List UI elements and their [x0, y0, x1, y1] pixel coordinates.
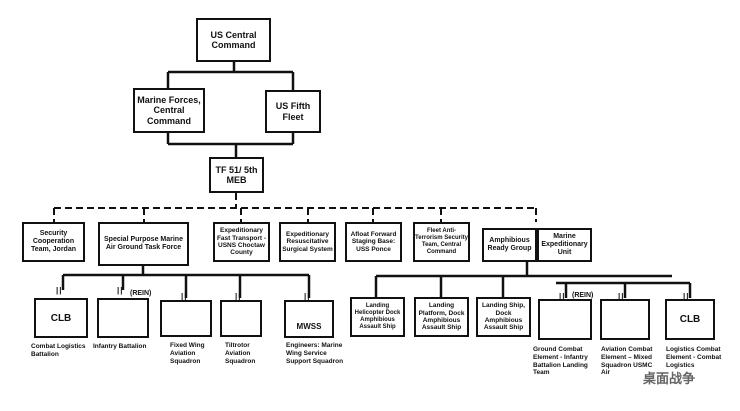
- marforcent-label: Marine Forces, Central Command: [137, 94, 201, 126]
- infantry-rein-tag: (REIN): [130, 290, 152, 297]
- ace-unit-label: Aviation Combat Element – Mixed Squadron…: [601, 346, 653, 377]
- marine-expeditionary-unit-box: Marine Expeditionary Unit: [537, 228, 592, 262]
- lsd-box: Landing Ship, Dock Amphibious Assault Sh…: [476, 297, 531, 337]
- fleet-anti-terrorism-team-box: Fleet Anti-Terrorism Security Team, Cent…: [413, 222, 470, 262]
- fifth-fleet-label: US Fifth Fleet: [275, 101, 311, 122]
- afloat-forward-staging-base-box: Afloat Forward Staging Base: USS Ponce: [345, 222, 402, 262]
- us-central-command-label: US Central Command: [210, 29, 257, 50]
- expeditionary-fast-transport-label: Expeditionary Fast Transport - USNS Choc…: [216, 227, 267, 257]
- tf51-box: TF 51/ 5th MEB: [209, 157, 264, 193]
- gce-rein-tag: (REIN): [572, 292, 594, 299]
- clb-unit-label: Combat Logistics Battalion: [31, 343, 86, 358]
- lce-unit-label: Logistics Combat Element - Combat Logist…: [666, 346, 722, 369]
- infantry-unit-symbol: [97, 298, 149, 338]
- lce-echelon-marker: ||: [683, 292, 690, 301]
- watermark: 桌面战争: [643, 371, 696, 386]
- mwss-symbol-text: MWSS: [296, 321, 322, 331]
- security-cooperation-team-label: Security Cooperation Team, Jordan: [31, 229, 76, 254]
- mwss-unit-symbol: MWSS: [284, 300, 334, 338]
- lpd-box: Landing Platform, Dock Amphibious Assaul…: [414, 297, 469, 337]
- expeditionary-surgical-system-box: Expeditionary Resuscitative Surgical Sys…: [279, 222, 336, 262]
- ace-echelon-marker: ||: [618, 292, 625, 301]
- amphibious-ready-group-box: Amphibious Ready Group: [482, 228, 537, 262]
- afloat-forward-staging-base-label: Afloat Forward Staging Base: USS Ponce: [350, 230, 397, 253]
- lce-symbol-text: CLB: [679, 314, 701, 325]
- fleet-anti-terrorism-team-label: Fleet Anti-Terrorism Security Team, Cent…: [415, 228, 468, 255]
- clb-echelon-marker: ||: [56, 286, 63, 295]
- marine-expeditionary-unit-label: Marine Expeditionary Unit: [541, 232, 588, 257]
- ace-unit-box: [600, 299, 650, 340]
- lhd-box: Landing Helicopter Dock Amphibious Assau…: [350, 297, 405, 337]
- spmagtf-box: Special Purpose Marine Air Ground Task F…: [98, 222, 189, 266]
- fixed-wing-unit-box: [160, 300, 212, 337]
- infantry-unit-label: Infantry Battalion: [93, 343, 147, 350]
- lce-unit-symbol: CLB: [665, 299, 715, 340]
- clb-symbol-text: CLB: [50, 312, 72, 324]
- tiltrotor-unit-label: Tiltrotor Aviation Squadron: [225, 342, 256, 365]
- security-cooperation-team-box: Security Cooperation Team, Jordan: [22, 222, 85, 262]
- mwss-unit-label: Engineers: Marine Wing Service Support S…: [286, 342, 344, 365]
- us-central-command-box: US Central Command: [196, 18, 271, 62]
- spmagtf-label: Special Purpose Marine Air Ground Task F…: [104, 235, 183, 251]
- expeditionary-surgical-system-label: Expeditionary Resuscitative Surgical Sys…: [282, 230, 333, 253]
- clb-unit-symbol: CLB: [34, 298, 88, 338]
- lhd-label: Landing Helicopter Dock Amphibious Assau…: [354, 303, 401, 330]
- gce-unit-symbol: [538, 299, 592, 340]
- fifth-fleet-box: US Fifth Fleet: [265, 90, 321, 133]
- amphibious-ready-group-label: Amphibious Ready Group: [487, 236, 532, 252]
- gce-unit-label: Ground Combat Element - Infantry Battali…: [533, 346, 588, 377]
- lsd-label: Landing Ship, Dock Amphibious Assault Sh…: [482, 302, 525, 332]
- tiltrotor-unit-box: [220, 300, 262, 337]
- infantry-echelon-marker: ||: [117, 286, 124, 295]
- expeditionary-fast-transport-box: Expeditionary Fast Transport - USNS Choc…: [213, 222, 270, 262]
- tiltrotor-echelon-marker: ||: [235, 292, 242, 301]
- lpd-label: Landing Platform, Dock Amphibious Assaul…: [418, 302, 465, 332]
- tf51-label: TF 51/ 5th MEB: [215, 164, 258, 185]
- marforcent-box: Marine Forces, Central Command: [133, 88, 205, 133]
- gce-echelon-marker: ||: [559, 292, 566, 301]
- mwss-echelon-marker: ||: [304, 292, 311, 301]
- fixed-wing-unit-label: Fixed Wing Aviation Squadron: [170, 342, 205, 365]
- fixed-wing-echelon-marker: ||: [181, 292, 188, 301]
